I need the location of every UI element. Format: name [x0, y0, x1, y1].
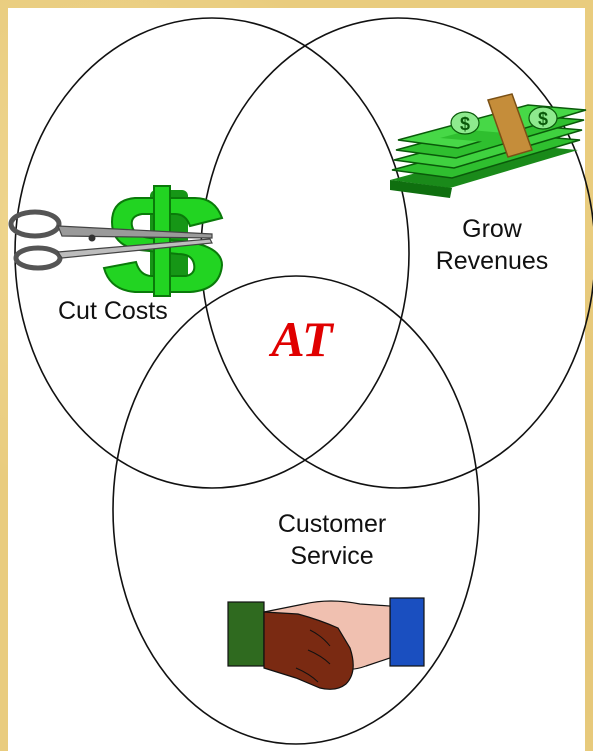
grow-revenues-label-line2: Revenues [435, 247, 549, 275]
cut-costs-circle [14, 17, 410, 489]
grow-revenues-label-line1: Grow [462, 215, 522, 243]
customer-service-label-line1: Customer [277, 510, 387, 538]
customer-service-circle [112, 275, 480, 745]
scissors-icon [8, 209, 213, 271]
svg-text:$: $ [460, 114, 470, 134]
grow-revenues-label: Grow Revenues [432, 213, 552, 277]
handshake-icon [227, 597, 425, 690]
center-label: AT [271, 311, 333, 367]
customer-service-label: Customer Service [262, 508, 402, 572]
money-stack-icon: $ $ [390, 93, 587, 198]
cut-costs-label: Cut Costs [58, 297, 168, 325]
customer-service-label-line2: Service [290, 542, 374, 570]
svg-text:$: $ [538, 109, 548, 129]
